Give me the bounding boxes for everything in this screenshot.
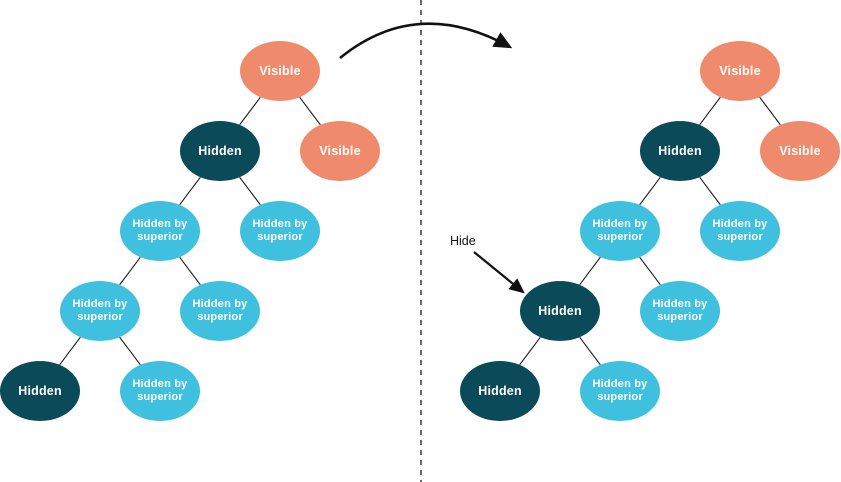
tree-edge bbox=[759, 96, 781, 126]
tree-edge bbox=[179, 256, 201, 286]
node-hidden-by-superior[interactable]: Hidden by superior bbox=[240, 201, 320, 261]
node-label: Hidden by superior bbox=[252, 218, 308, 243]
tree-edge bbox=[239, 96, 261, 126]
node-visible[interactable]: Visible bbox=[760, 121, 840, 181]
node-label: Visible bbox=[779, 143, 821, 158]
node-hidden-by-superior[interactable]: Hidden by superior bbox=[580, 201, 660, 261]
tree-edge bbox=[299, 96, 321, 126]
tree-edge bbox=[519, 336, 541, 366]
node-visible[interactable]: Visible bbox=[240, 41, 320, 101]
node-label: Hidden by superior bbox=[652, 298, 708, 323]
node-hidden-by-superior[interactable]: Hidden by superior bbox=[60, 281, 140, 341]
node-label: Hidden by superior bbox=[132, 378, 188, 403]
node-hidden-by-superior[interactable]: Hidden by superior bbox=[580, 361, 660, 421]
node-hidden[interactable]: Hidden bbox=[460, 361, 540, 421]
node-label: Hidden by superior bbox=[712, 218, 768, 243]
tree-edge bbox=[579, 256, 601, 286]
tree-edge bbox=[639, 256, 661, 286]
node-label: Hidden bbox=[538, 303, 582, 318]
node-hidden-by-superior[interactable]: Hidden by superior bbox=[120, 361, 200, 421]
tree-edge bbox=[119, 256, 141, 286]
tree-edge bbox=[639, 176, 661, 206]
node-hidden[interactable]: Hidden bbox=[640, 121, 720, 181]
tree-edge bbox=[699, 96, 721, 126]
tree-edge bbox=[179, 176, 201, 206]
node-label: Hidden bbox=[478, 383, 522, 398]
tree-edge bbox=[239, 176, 261, 206]
node-label: Hidden by superior bbox=[72, 298, 128, 323]
node-label: Hidden bbox=[198, 143, 242, 158]
node-hidden-by-superior[interactable]: Hidden by superior bbox=[640, 281, 720, 341]
node-label: Visible bbox=[719, 63, 761, 78]
node-label: Hidden bbox=[18, 383, 62, 398]
node-label: Hidden by superior bbox=[132, 218, 188, 243]
node-label: Visible bbox=[259, 63, 301, 78]
node-label: Hidden by superior bbox=[192, 298, 248, 323]
hide-arrow bbox=[473, 251, 525, 294]
node-label: Hidden by superior bbox=[592, 218, 648, 243]
node-label: Hidden by superior bbox=[592, 378, 648, 403]
tree-edge bbox=[59, 336, 81, 366]
node-hidden[interactable]: Hidden bbox=[0, 361, 80, 421]
transform-arrow bbox=[339, 22, 513, 60]
node-hidden-by-superior[interactable]: Hidden by superior bbox=[120, 201, 200, 261]
node-hidden[interactable]: Hidden bbox=[180, 121, 260, 181]
node-hidden-by-superior[interactable]: Hidden by superior bbox=[180, 281, 260, 341]
tree-edge bbox=[119, 336, 141, 366]
node-hidden[interactable]: Hidden bbox=[520, 281, 600, 341]
tree-edge bbox=[699, 176, 721, 206]
node-hidden-by-superior[interactable]: Hidden by superior bbox=[700, 201, 780, 261]
node-label: Visible bbox=[319, 143, 361, 158]
node-visible[interactable]: Visible bbox=[700, 41, 780, 101]
node-label: Hidden bbox=[658, 143, 702, 158]
hide-label: Hide bbox=[450, 234, 476, 248]
tree-edge bbox=[579, 336, 601, 366]
node-visible[interactable]: Visible bbox=[300, 121, 380, 181]
